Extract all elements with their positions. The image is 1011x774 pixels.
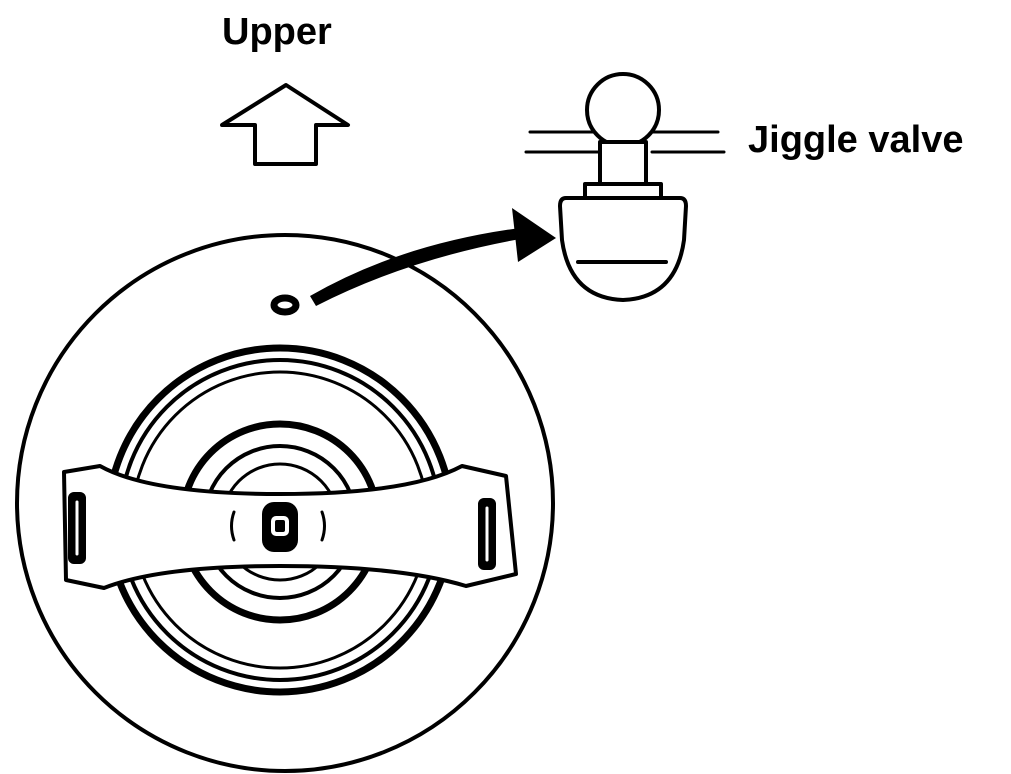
thermostat-housing bbox=[15, 233, 555, 773]
thermostat-spindle bbox=[230, 502, 326, 552]
upper-label: Upper bbox=[222, 11, 332, 53]
up-arrow-icon bbox=[220, 83, 350, 166]
jiggle-valve-label: Jiggle valve bbox=[748, 119, 963, 161]
curved-arrow-icon bbox=[310, 208, 556, 306]
jiggle-valve-detail bbox=[524, 72, 726, 302]
jiggle-valve-hole bbox=[270, 294, 300, 316]
